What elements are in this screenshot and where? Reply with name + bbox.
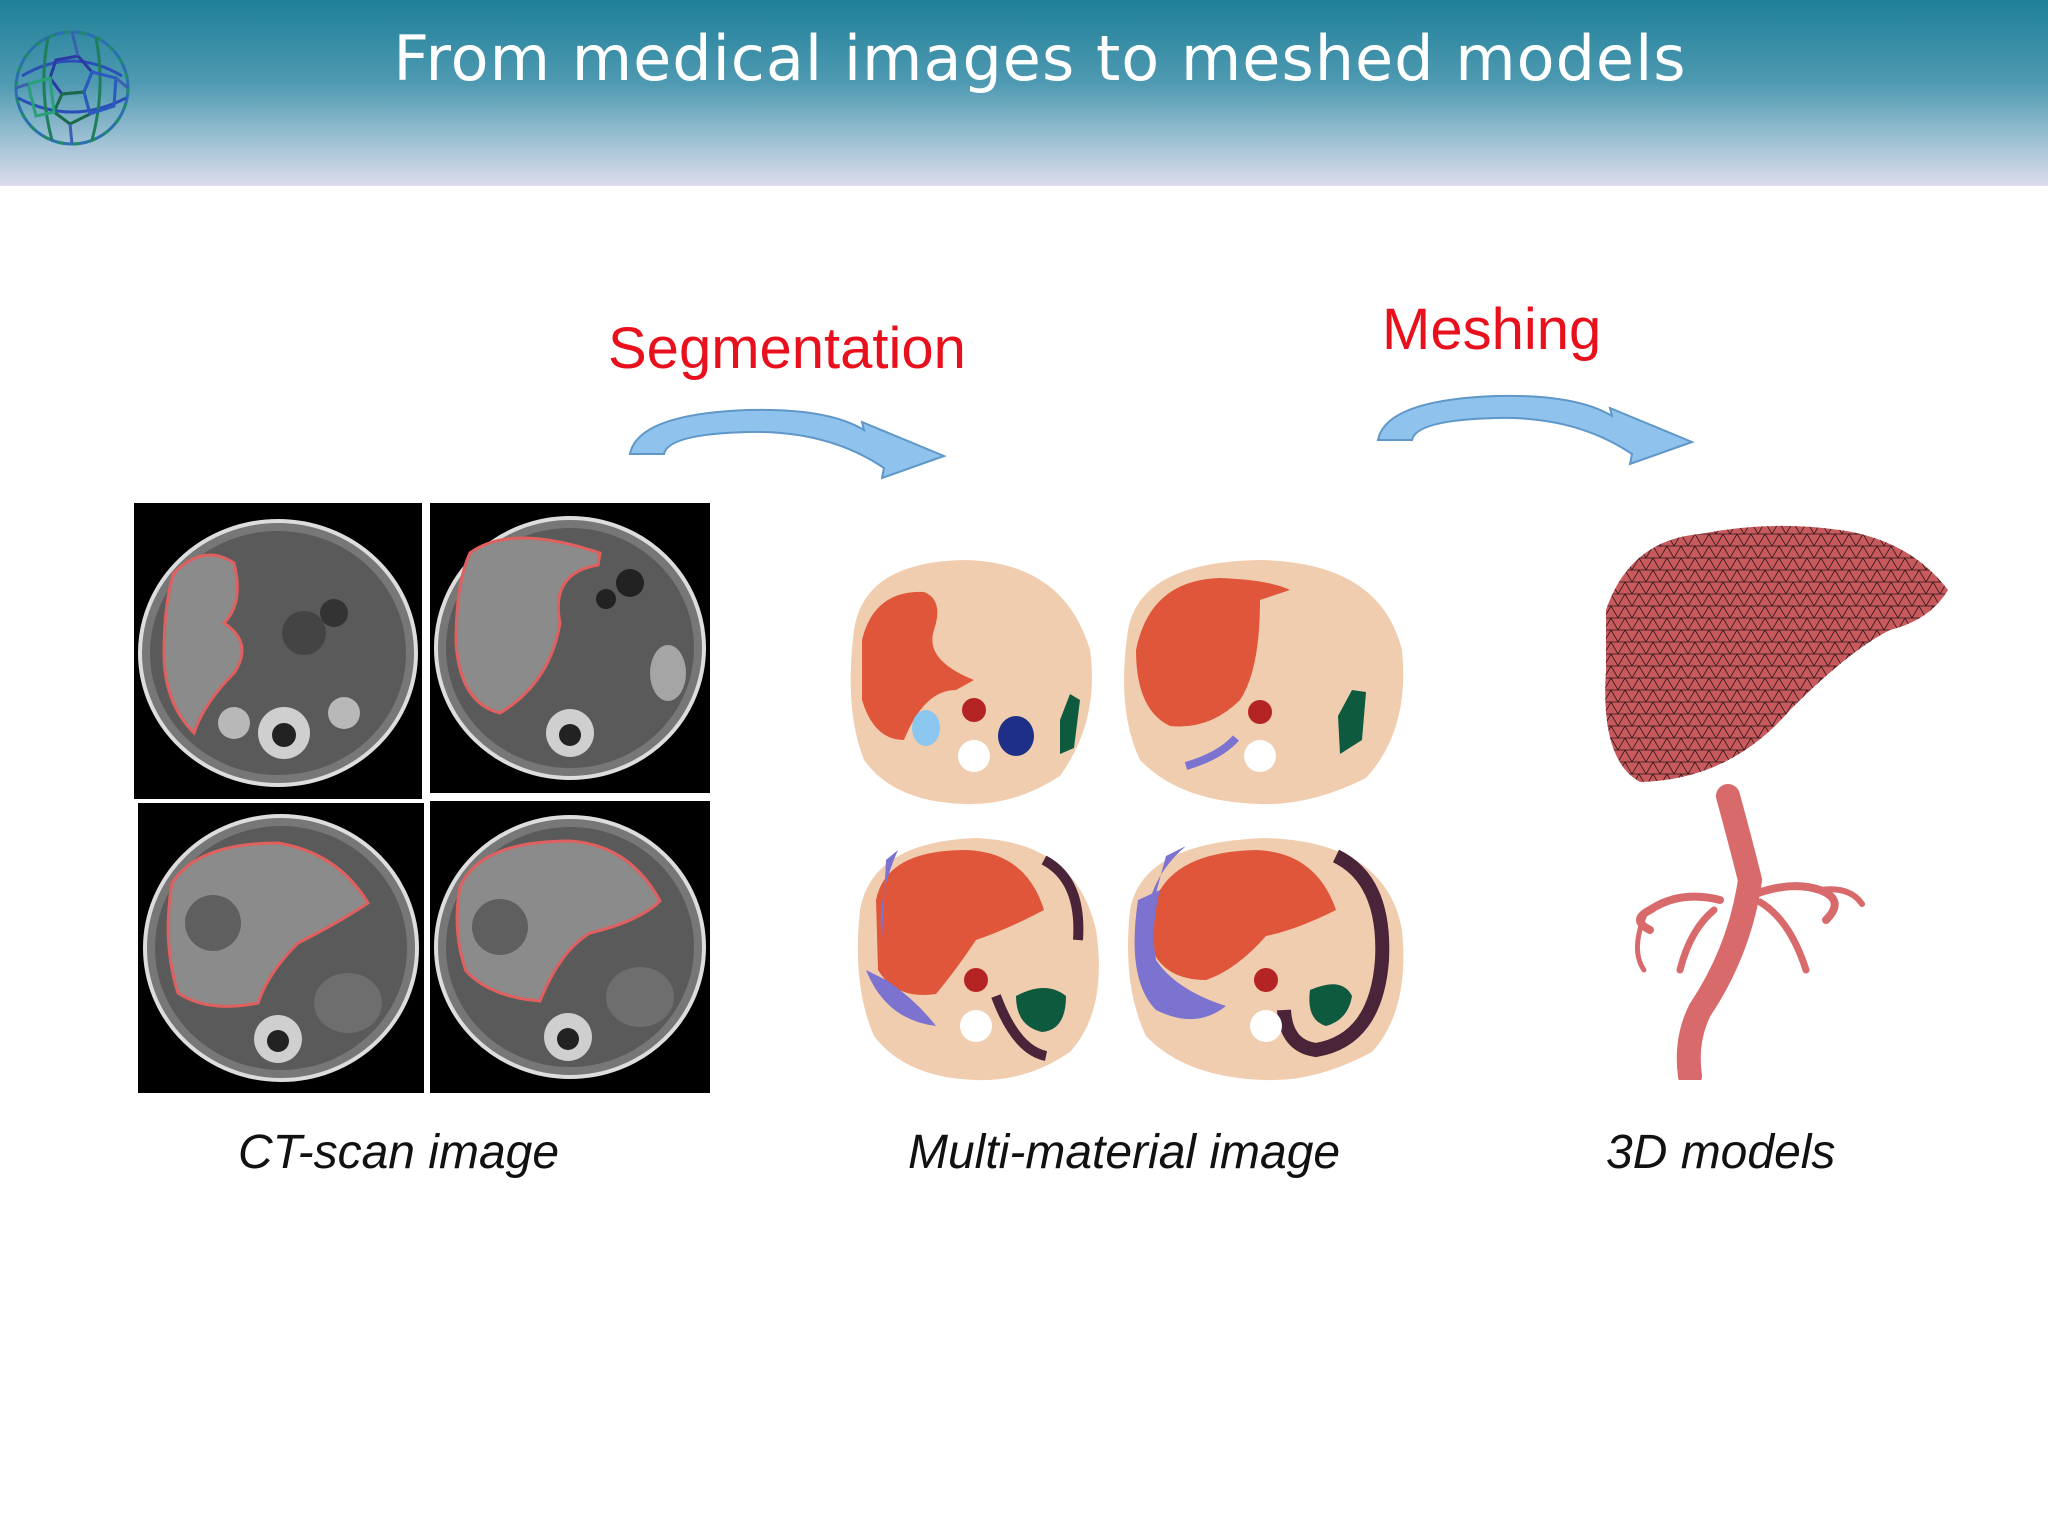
multi-material-panel	[834, 540, 1412, 1084]
slide-header: From medical images to meshed models	[0, 0, 2048, 186]
ct-slice-1	[134, 503, 422, 799]
models-3d-caption: 3D models	[1606, 1126, 1836, 1179]
ct-scan-panel	[134, 503, 710, 1093]
meshing-label: Meshing	[1382, 297, 1602, 362]
slide-title: From medical images to meshed models	[393, 22, 1687, 95]
multi-material-caption: Multi-material image	[908, 1126, 1341, 1179]
ct-slice-3	[138, 803, 424, 1093]
material-slice-4	[1116, 820, 1412, 1084]
segmentation-label: Segmentation	[608, 316, 966, 381]
segmentation-arrow-icon	[628, 408, 947, 480]
ct-slice-4	[430, 801, 710, 1093]
material-slice-2	[1110, 540, 1412, 812]
meshing-arrow-icon	[1376, 394, 1695, 466]
vessel-model	[1635, 784, 1865, 1088]
mesh-sphere-icon	[14, 30, 130, 146]
material-slice-1	[834, 540, 1106, 812]
models-3d-panel	[1590, 510, 1960, 1088]
material-slice-3	[846, 820, 1112, 1084]
ct-scan-caption: CT-scan image	[238, 1126, 560, 1179]
liver-mesh-model	[1605, 525, 1948, 1088]
ct-slice-2	[430, 503, 710, 793]
